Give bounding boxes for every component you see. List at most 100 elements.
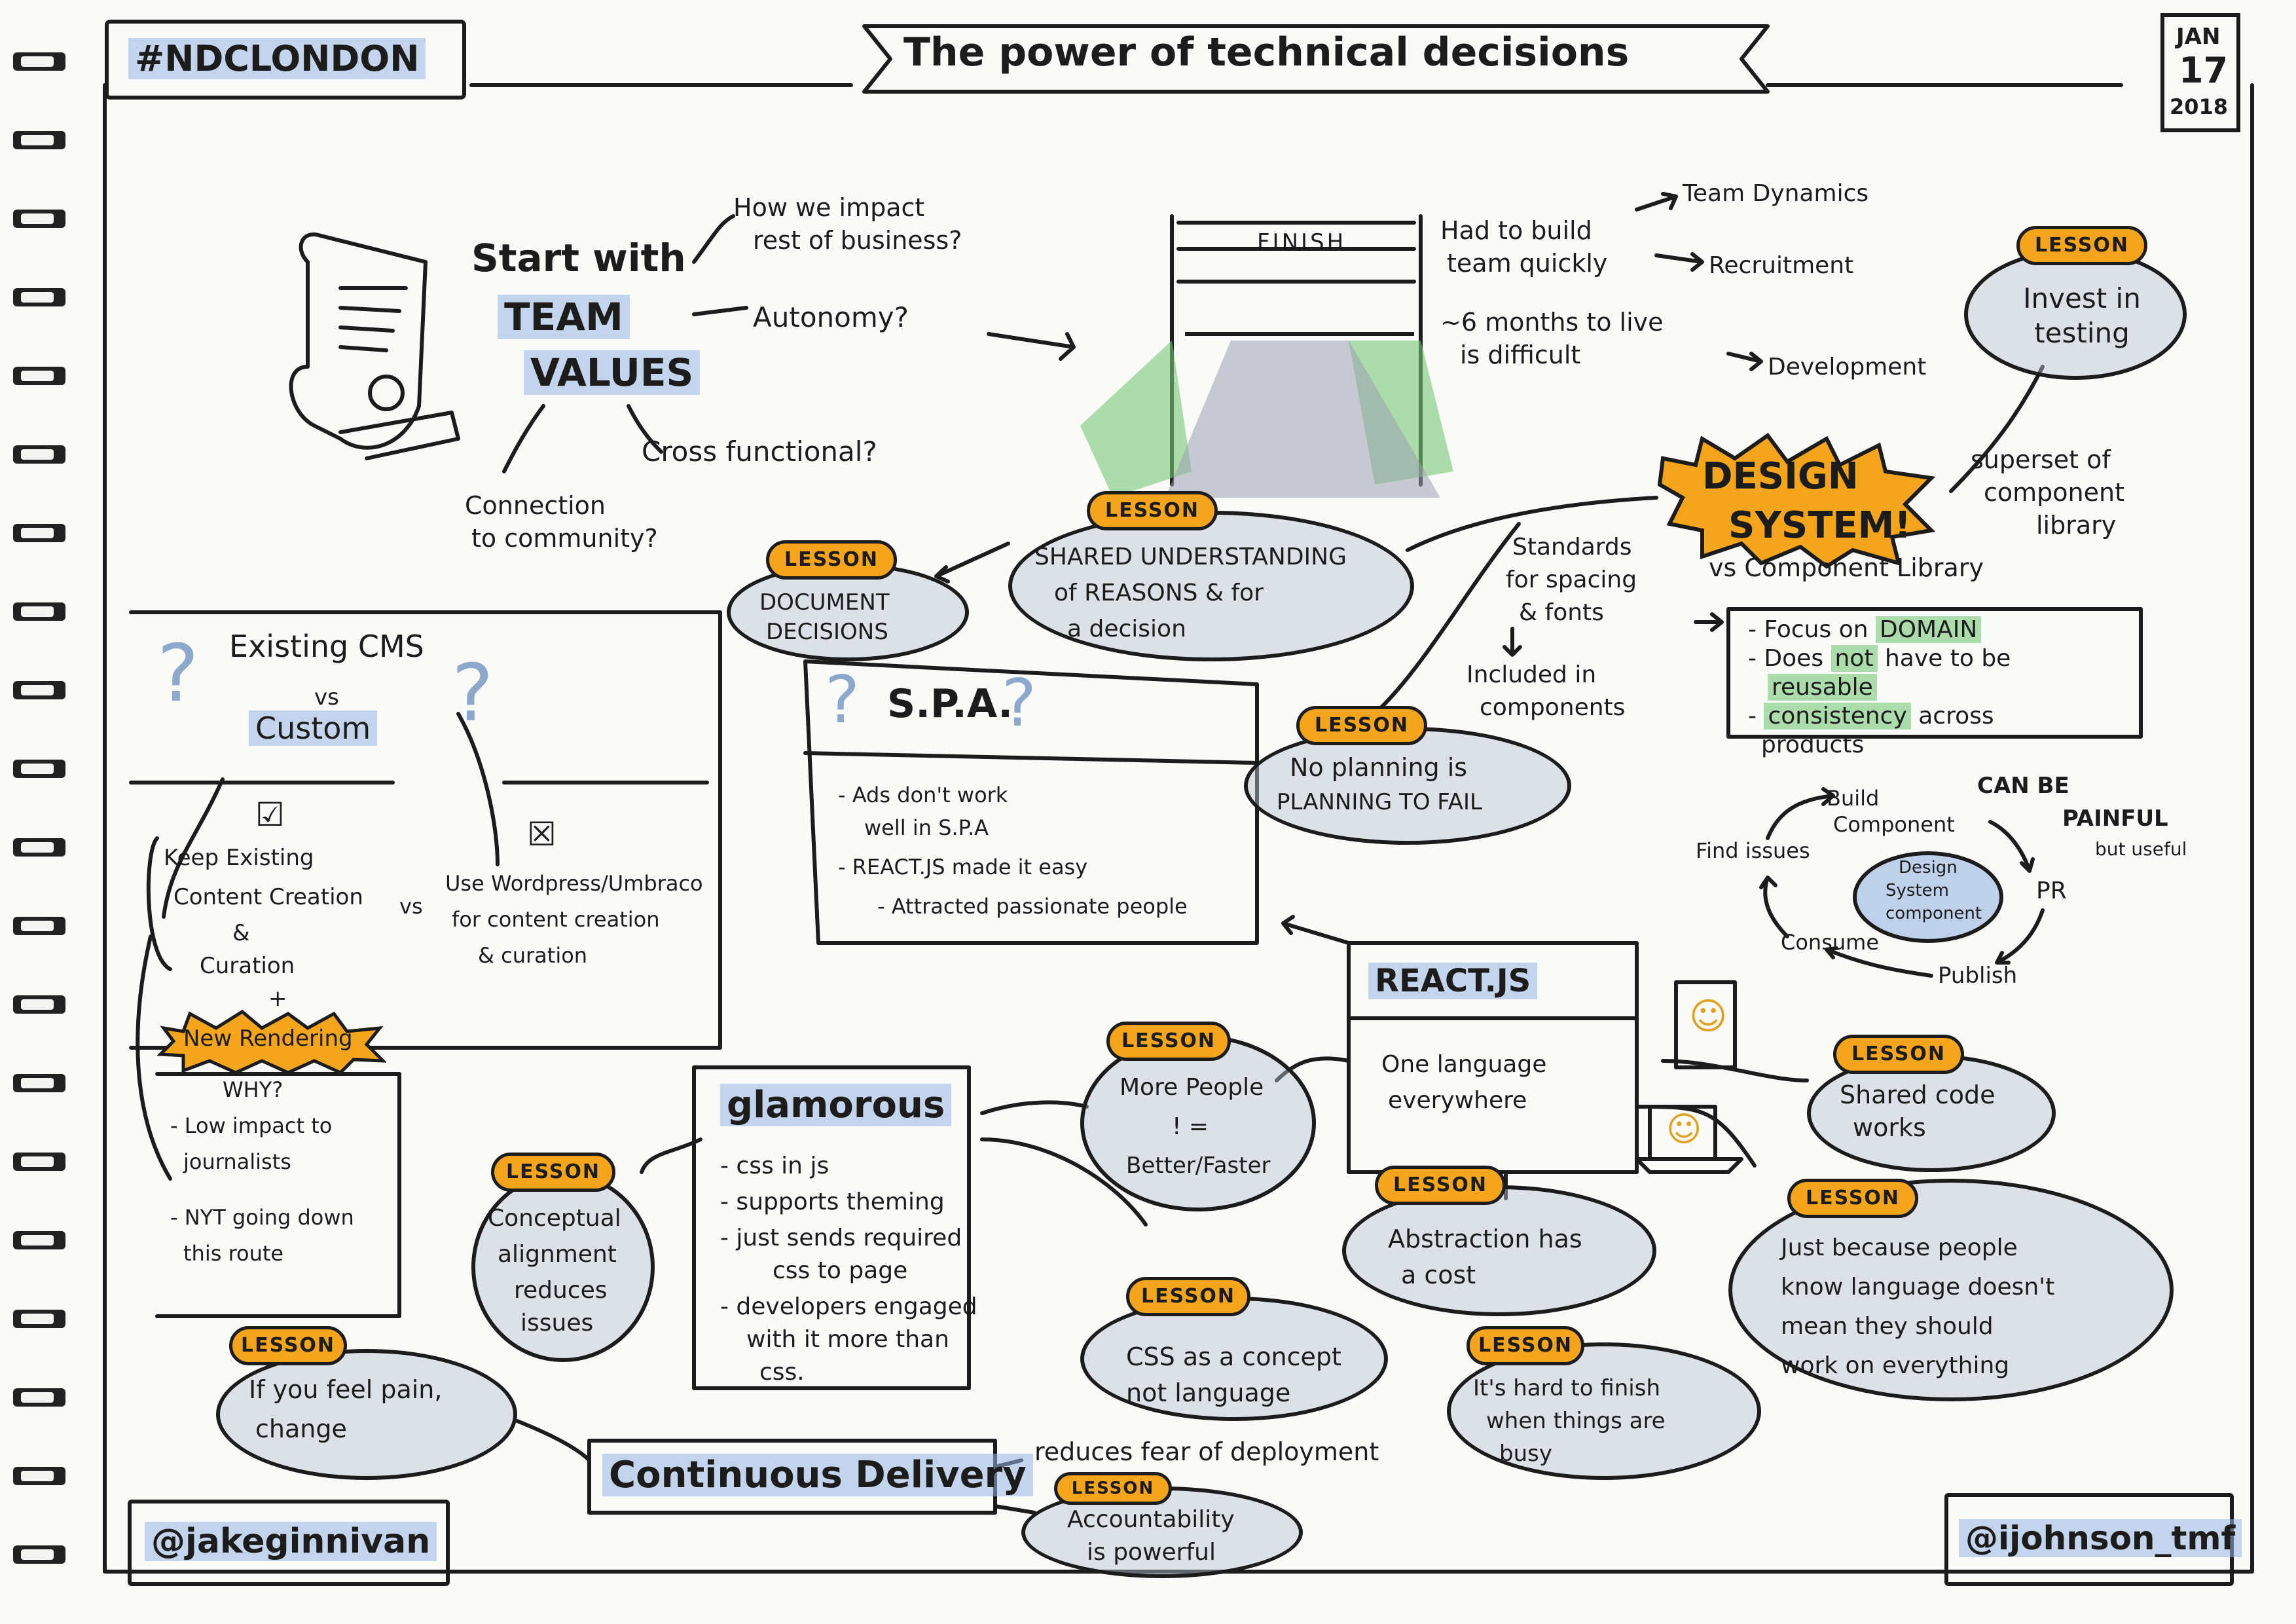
- cms-title-2: Custom: [249, 710, 378, 746]
- development-label: Development: [1768, 354, 1927, 380]
- just-because-3: mean they should: [1781, 1313, 1994, 1340]
- left-handle-box: @jakeginnivan: [128, 1500, 450, 1586]
- lesson-badge: LESSON: [1054, 1472, 1172, 1505]
- impact-question-1: How we impact: [733, 193, 925, 222]
- new-rendering-burst: [157, 1009, 386, 1074]
- cycle-pr: PR: [2036, 877, 2067, 904]
- months-to-live-2: is difficult: [1460, 341, 1581, 369]
- lesson-badge: LESSON: [1787, 1179, 1918, 1218]
- glamorous-bullet-3: - just sends required: [720, 1225, 962, 1251]
- reduces-fear-label: reduces fear of deployment: [1034, 1437, 1379, 1466]
- why-4: this route: [183, 1241, 284, 1266]
- cycle-build-1: Build: [1827, 786, 1880, 811]
- plus-sign: +: [268, 986, 287, 1012]
- no-planning-2: PLANNING TO FAIL: [1277, 789, 1482, 815]
- lesson-hard-to-finish: [1447, 1342, 1761, 1480]
- feel-pain-2: change: [255, 1414, 347, 1443]
- connection-question-1: Connection: [465, 491, 606, 520]
- glamorous-bullet-2: - supports theming: [720, 1189, 945, 1215]
- cross-functional-question: Cross functional?: [642, 435, 877, 468]
- accountability-1: Accountability: [1067, 1506, 1235, 1533]
- spiral-binding: [13, 26, 72, 1598]
- cycle-find-issues: Find issues: [1696, 838, 1810, 863]
- accountability-2: is powerful: [1087, 1539, 1216, 1566]
- shared-code-2: works: [1853, 1113, 1926, 1142]
- question-mark-icon: ?: [452, 648, 494, 739]
- just-because-4: work on everything: [1781, 1352, 2010, 1379]
- design-system-burst: [1657, 432, 1936, 569]
- standards-3: & fonts: [1519, 599, 1604, 626]
- keep-existing-3: &: [232, 920, 250, 946]
- right-handle: @ijohnson_tmf: [1959, 1519, 2242, 1557]
- lesson-conceptual-alignment: [471, 1172, 655, 1362]
- lesson-badge: LESSON: [491, 1153, 615, 1192]
- lesson-badge: LESSON: [1467, 1326, 1584, 1365]
- glamorous-bullet-7: css.: [759, 1359, 805, 1386]
- lesson-badge: LESSON: [1087, 491, 1218, 530]
- superset-2: component: [1984, 478, 2124, 507]
- question-mark-icon: ?: [825, 661, 860, 738]
- tablet-smiley-icon: ☺: [1689, 995, 1728, 1038]
- just-because-2: know language doesn't: [1781, 1274, 2055, 1301]
- cycle-build-2: Component: [1833, 812, 1955, 837]
- lesson-badge: LESSON: [1375, 1166, 1506, 1205]
- shared-understanding-2: of REASONS & for: [1054, 580, 1264, 606]
- team-label: TEAM: [498, 295, 630, 339]
- superset-1: superset of: [1971, 445, 2111, 474]
- cycle-center-3: component: [1886, 904, 1982, 923]
- check-icon: ☑: [255, 796, 285, 834]
- spa-title: S.P.A.: [887, 681, 1013, 727]
- why-2: journalists: [183, 1149, 291, 1174]
- use-wordpress-3: & curation: [478, 943, 588, 968]
- domain-highlight: DOMAIN: [1876, 616, 1982, 643]
- more-people-1: More People: [1120, 1074, 1264, 1101]
- but-useful-label: but useful: [2095, 838, 2187, 860]
- design-system-title-1: DESIGN: [1702, 455, 1859, 498]
- conceptual-1: Conceptual: [488, 1205, 621, 1232]
- lesson-badge: LESSON: [2016, 226, 2147, 265]
- document-decisions-2: DECISIONS: [766, 619, 888, 645]
- vs-component-library: vs Component Library: [1709, 553, 1984, 582]
- lesson-badge: LESSON: [1106, 1022, 1231, 1061]
- conceptual-3: reduces: [514, 1277, 608, 1304]
- glamorous-title: glamorous: [720, 1084, 952, 1126]
- why-label: WHY?: [223, 1077, 283, 1102]
- hashtag-label: #NDCLONDON: [128, 38, 426, 79]
- date-box: JAN 17 2018: [2160, 13, 2240, 132]
- continuous-delivery-title: Continuous Delivery: [602, 1454, 1033, 1496]
- cycle-publish: Publish: [1938, 963, 2018, 989]
- hard-finish-2: when things are: [1486, 1408, 1666, 1434]
- finish-label: FINISH: [1257, 229, 1347, 255]
- use-wordpress-2: for content creation: [452, 907, 660, 932]
- start-with-label: Start with: [471, 236, 686, 280]
- included-1: Included in: [1467, 661, 1597, 688]
- standards-2: for spacing: [1506, 566, 1637, 593]
- cycle-center-1: Design: [1899, 858, 1958, 877]
- date-month: JAN: [2176, 24, 2221, 50]
- one-language-2: everywhere: [1388, 1087, 1527, 1114]
- feel-pain-1: If you feel pain,: [249, 1375, 443, 1404]
- cycle-center-2: System: [1886, 881, 1949, 900]
- cycle-center: [1853, 851, 2003, 943]
- more-people-3: Better/Faster: [1126, 1153, 1271, 1179]
- abstraction-2: a cost: [1401, 1261, 1476, 1289]
- shared-code-1: Shared code: [1840, 1080, 1995, 1109]
- cms-title-1: Existing CMS: [229, 629, 424, 664]
- glamorous-bullet-1: - css in js: [720, 1153, 829, 1179]
- shared-understanding-3: a decision: [1067, 616, 1186, 642]
- laptop-smiley-icon: ☺: [1666, 1110, 1702, 1149]
- cms-vs: vs: [314, 684, 339, 710]
- glamorous-bullet-6: with it more than: [746, 1326, 949, 1353]
- cycle-consume: Consume: [1781, 930, 1880, 955]
- why-1: - Low impact to: [170, 1113, 333, 1138]
- team-dynamics-label: Team Dynamics: [1683, 180, 1869, 207]
- keep-existing-4: Curation: [200, 953, 295, 979]
- use-wordpress-1: Use Wordpress/Umbraco: [445, 871, 703, 896]
- css-concept-1: CSS as a concept: [1126, 1342, 1341, 1371]
- why-3: - NYT going down: [170, 1205, 354, 1230]
- lesson-text: Invest in testing: [2023, 282, 2141, 349]
- design-system-list: - Focus on DOMAIN - Does not have to be …: [1748, 616, 2011, 758]
- recruitment-label: Recruitment: [1709, 252, 1854, 279]
